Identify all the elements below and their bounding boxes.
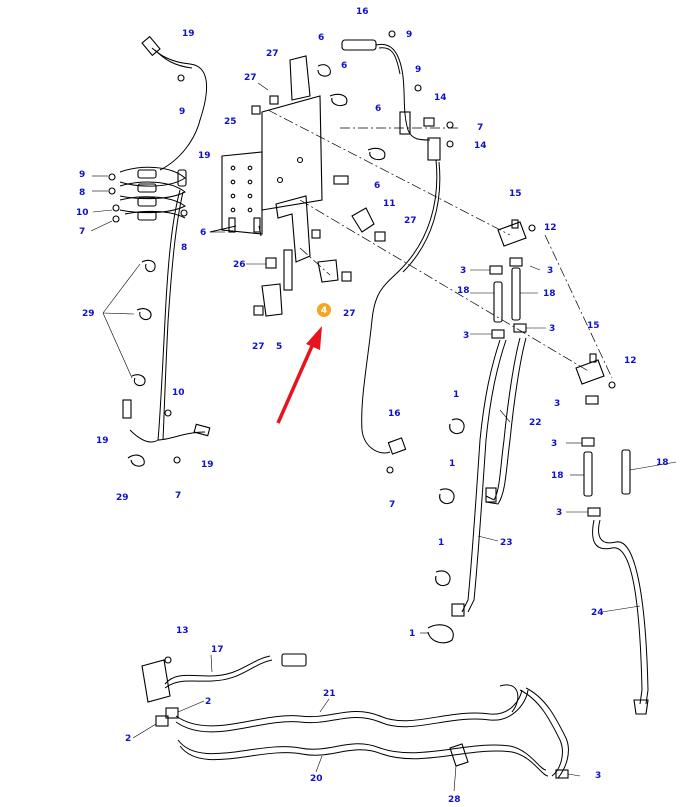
callout-9: 9 — [79, 170, 85, 180]
callout-3: 3 — [549, 324, 555, 334]
callout-7: 7 — [389, 500, 395, 510]
callout-27: 27 — [404, 216, 417, 226]
callout-14: 14 — [474, 141, 487, 151]
bottom-assembly — [141, 653, 569, 779]
callout-7: 7 — [175, 491, 181, 501]
callout-18: 18 — [543, 289, 556, 299]
callout-7: 7 — [477, 123, 483, 133]
highlight-label: 4 — [321, 306, 327, 316]
callout-25: 25 — [224, 117, 237, 127]
callout-17: 17 — [211, 645, 224, 655]
callout-16: 16 — [356, 7, 369, 17]
callout-22: 22 — [529, 418, 542, 428]
alignment-lines — [267, 109, 613, 379]
callout-9: 9 — [415, 65, 421, 75]
callout-11: 11 — [383, 199, 396, 209]
callout-26: 26 — [233, 260, 246, 270]
callout-3: 3 — [460, 266, 466, 276]
callout-19: 19 — [96, 436, 109, 446]
callout-10: 10 — [172, 388, 185, 398]
callout-14: 14 — [434, 93, 447, 103]
callout-27: 27 — [343, 309, 356, 319]
callout-27: 27 — [252, 342, 265, 352]
callout-15: 15 — [509, 189, 522, 199]
callout-9: 9 — [179, 107, 185, 117]
sensor-harness-center — [341, 30, 454, 474]
callout-15: 15 — [587, 321, 600, 331]
callout-24: 24 — [591, 608, 604, 618]
callout-1: 1 — [409, 629, 415, 639]
callout-28: 28 — [448, 795, 461, 805]
callout-21: 21 — [323, 689, 336, 699]
callout-27: 27 — [266, 49, 279, 59]
callout-2: 2 — [205, 697, 211, 707]
callout-3: 3 — [556, 508, 562, 518]
callout-12: 12 — [624, 356, 637, 366]
callout-6: 6 — [200, 228, 206, 238]
callout-19: 19 — [201, 460, 214, 470]
pipes-right — [427, 219, 649, 715]
callout-9: 9 — [406, 30, 412, 40]
callout-16: 16 — [388, 409, 401, 419]
callout-20: 20 — [310, 774, 323, 784]
callout-23: 23 — [500, 538, 513, 548]
callout-5: 5 — [276, 342, 282, 352]
callout-3: 3 — [463, 331, 469, 341]
highlight-marker: 4 — [317, 303, 331, 317]
callout-1: 1 — [453, 390, 459, 400]
callout-8: 8 — [79, 188, 85, 198]
callout-12: 12 — [544, 223, 557, 233]
callout-labels: 19 9 19 9 8 10 7 8 29 10 19 19 29 7 27 2… — [76, 7, 669, 805]
callout-3: 3 — [547, 266, 553, 276]
sensor-harness-left — [108, 35, 211, 467]
callout-19: 19 — [182, 29, 195, 39]
callout-10: 10 — [76, 208, 89, 218]
callout-3: 3 — [551, 439, 557, 449]
callout-6: 6 — [341, 61, 347, 71]
callout-1: 1 — [449, 459, 455, 469]
callout-6: 6 — [318, 33, 324, 43]
callout-2: 2 — [125, 734, 131, 744]
callout-18: 18 — [656, 458, 669, 468]
mounting-bracket — [209, 55, 386, 317]
leader-lines — [90, 82, 677, 792]
callout-29: 29 — [116, 493, 129, 503]
callout-6: 6 — [375, 104, 381, 114]
callout-7: 7 — [79, 227, 85, 237]
callout-18: 18 — [457, 286, 470, 296]
callout-3: 3 — [554, 399, 560, 409]
pointer-arrow — [276, 326, 322, 424]
callout-1: 1 — [438, 538, 444, 548]
callout-8: 8 — [181, 243, 187, 253]
callout-13: 13 — [176, 626, 189, 636]
callout-29: 29 — [82, 309, 95, 319]
callout-18: 18 — [551, 471, 564, 481]
callout-3: 3 — [595, 771, 601, 781]
callout-27: 27 — [244, 73, 257, 83]
callout-6: 6 — [374, 181, 380, 191]
callout-19: 19 — [198, 151, 211, 161]
